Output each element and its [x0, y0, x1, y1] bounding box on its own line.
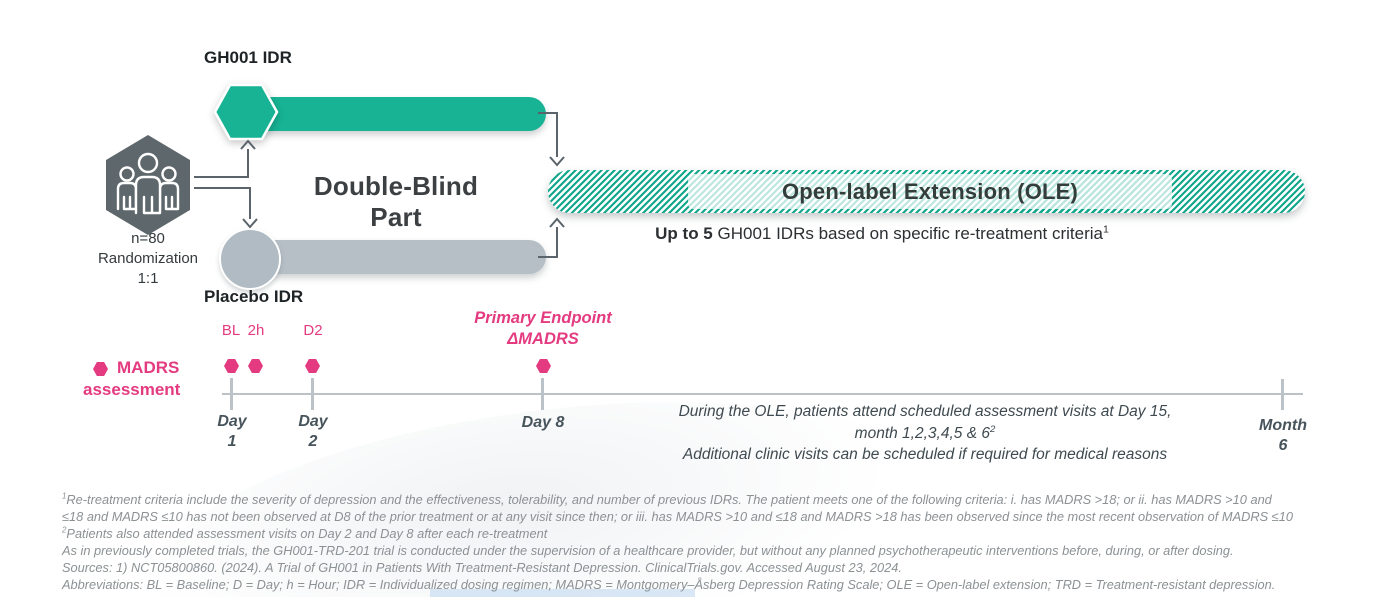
placebo-circle-icon	[219, 228, 281, 290]
primary-endpoint-line2: ΔMADRS	[507, 330, 579, 348]
footnote-supervision: As in previously completed trials, the G…	[62, 543, 1234, 558]
madrs-dot-2h	[248, 359, 263, 373]
ole-note-rest: GH001 IDRs based on specific re-treatmen…	[712, 224, 1103, 243]
madrs-dot-day8	[536, 359, 551, 373]
placebo-arm-bar	[248, 240, 546, 274]
axis-label-day2: Day 2	[298, 413, 328, 450]
ole-visits-superscript: 2	[989, 423, 996, 435]
population-n: n=80	[131, 230, 165, 247]
placebo-arm-label: Placebo IDR	[204, 287, 304, 306]
madrs-dot-bl	[224, 359, 239, 373]
madrs-legend-dot-icon	[93, 362, 108, 376]
gh001-arm-bar	[240, 97, 546, 131]
double-blind-title: Double-Blind Part	[313, 171, 479, 232]
axis-label-day8: Day 8	[521, 414, 565, 431]
timeline-axis	[222, 393, 1303, 395]
madrs-dot-d2	[305, 359, 320, 373]
madrs-legend-line1: MADRS	[117, 358, 180, 377]
footnote-sources: Sources: 1) NCT05800860. (2024). A Trial…	[62, 560, 902, 575]
ole-bar: Open-label Extension (OLE)	[548, 170, 1305, 213]
tick-day1	[230, 378, 233, 410]
gh001-hexagon-icon	[213, 83, 279, 141]
footnote-retreatment-2: ≤18 and MADRS ≤10 has not been observed …	[62, 509, 1293, 524]
ole-note-superscript: 1	[1102, 223, 1109, 236]
primary-endpoint-label: Primary Endpoint ΔMADRS	[413, 308, 673, 350]
gh001-arm-label: GH001 IDR	[204, 48, 292, 67]
madrs-legend-line2: assessment	[83, 380, 181, 399]
ole-title: Open-label Extension (OLE)	[781, 178, 1079, 204]
ole-visits-note: During the OLE, patients attend schedule…	[605, 401, 1245, 466]
population-randomization: Randomization	[97, 250, 199, 267]
randomization-text: n=80 Randomization 1:1	[78, 229, 218, 289]
ole-visits-line1: During the OLE, patients attend schedule…	[678, 403, 1172, 420]
marker-label-2h: 2h	[247, 322, 265, 339]
tick-month6	[1281, 379, 1284, 410]
axis-label-month6: Month 6	[1259, 417, 1307, 454]
ole-retreatment-note: Up to 5 GH001 IDRs based on specific re-…	[582, 224, 1182, 244]
footnote-visits: 2Patients also attended assessment visit…	[62, 525, 548, 541]
tick-day2	[311, 378, 314, 410]
footnote-abbreviations: Abbreviations: BL = Baseline; D = Day; h…	[62, 577, 1276, 592]
ole-note-bold: Up to 5	[655, 224, 713, 243]
footnote-retreatment-1: 1Re-treatment criteria include the sever…	[62, 491, 1272, 507]
marker-label-bl: BL	[221, 322, 241, 339]
axis-label-day1: Day 1	[217, 413, 247, 450]
ole-visits-line3: Additional clinic visits can be schedule…	[682, 446, 1168, 463]
primary-endpoint-line1: Primary Endpoint	[474, 309, 612, 327]
population-people-icon	[106, 135, 190, 235]
bottom-blue-strip	[430, 589, 695, 597]
ole-visits-line2: month 1,2,3,4,5 & 62	[854, 423, 996, 442]
population-ratio: 1:1	[137, 270, 159, 287]
ole-inner-panel: Open-label Extension (OLE)	[688, 174, 1172, 209]
tick-day8	[541, 378, 544, 410]
marker-label-d2: D2	[303, 322, 323, 339]
